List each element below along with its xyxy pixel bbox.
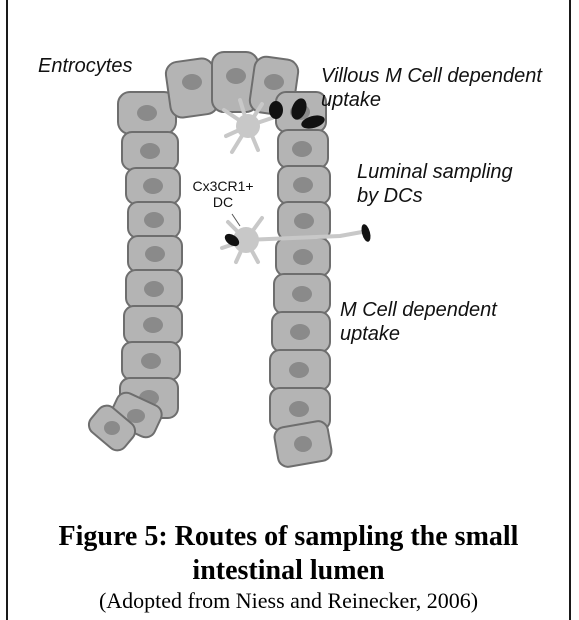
figure-caption: Figure 5: Routes of sampling the small i… xyxy=(8,520,569,614)
cell-nucleus xyxy=(290,324,310,340)
antigen-particle xyxy=(269,101,283,119)
cell-nucleus xyxy=(264,74,284,90)
cell-nucleus xyxy=(140,143,160,159)
cell-nucleus xyxy=(143,317,163,333)
cell-nucleus xyxy=(145,246,165,262)
enterocytes-label: Entrocytes xyxy=(38,54,132,78)
dc-label-line2: DC xyxy=(188,194,258,210)
cell-nucleus xyxy=(137,105,157,121)
caption-source: (Adopted from Niess and Reinecker, 2006) xyxy=(8,588,569,614)
caption-title: Figure 5: Routes of sampling the small i… xyxy=(8,520,569,588)
villous-m-cell-label-line2: uptake xyxy=(321,88,381,112)
villous-m-cell-label-line1: Villous M Cell dependent xyxy=(321,64,542,88)
cell-nucleus xyxy=(289,362,309,378)
m-cell-label-line2: uptake xyxy=(340,322,400,346)
cell-nucleus xyxy=(144,281,164,297)
cell-nucleus xyxy=(289,401,309,417)
cell-nucleus xyxy=(293,177,313,193)
luminal-sampling-label-line2: by DCs xyxy=(357,184,423,208)
cell-nucleus xyxy=(226,68,246,84)
cell-nucleus xyxy=(294,436,312,452)
caption-title-line1: Figure 5: Routes of sampling the small xyxy=(59,521,519,552)
cell-nucleus xyxy=(104,421,120,435)
cell-nucleus xyxy=(292,141,312,157)
cell-nucleus xyxy=(143,178,163,194)
cell-nucleus xyxy=(292,286,312,302)
caption-title-line2: intestinal lumen xyxy=(192,555,384,586)
cell-nucleus xyxy=(293,249,313,265)
cell-nucleus xyxy=(144,212,164,228)
cell-nucleus xyxy=(294,213,314,229)
cell-nucleus xyxy=(141,353,161,369)
dc-label-line1: Cx3CR1+ xyxy=(188,178,258,194)
luminal-sampling-label-line1: Luminal sampling xyxy=(357,160,513,184)
left-epithelium xyxy=(85,92,182,454)
dc-label-leader xyxy=(232,214,240,226)
cell-nucleus xyxy=(182,74,202,90)
m-cell-label-line1: M Cell dependent xyxy=(340,298,497,322)
right-epithelium xyxy=(270,92,333,468)
